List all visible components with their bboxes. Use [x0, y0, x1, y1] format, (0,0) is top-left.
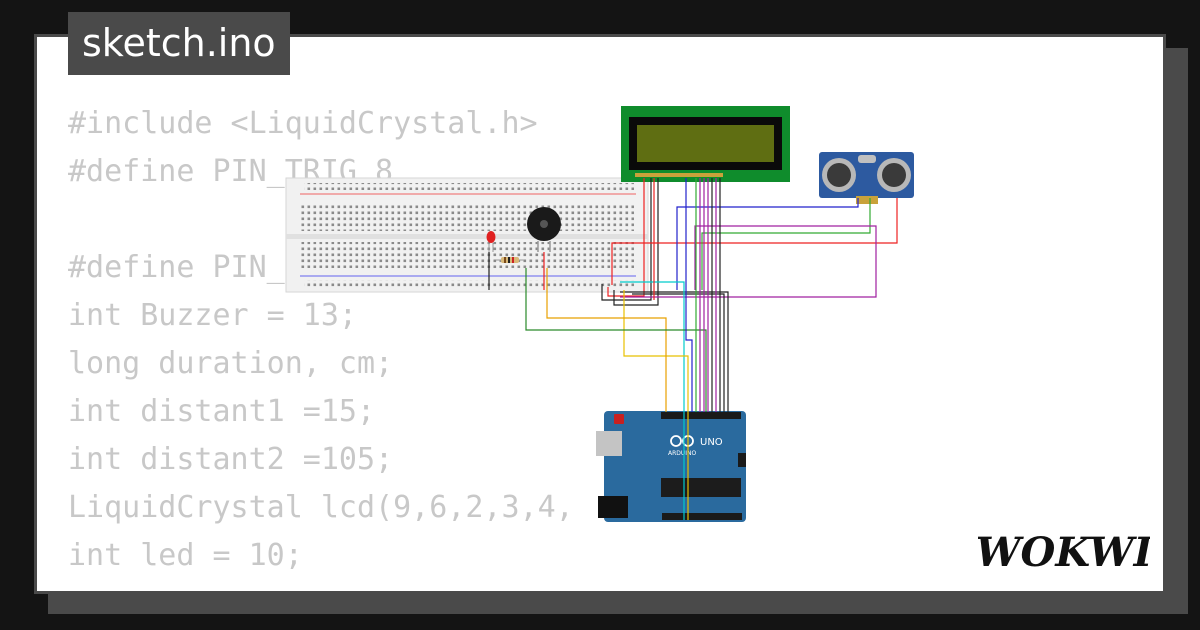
- code-line: int led = 10;: [68, 538, 303, 573]
- circuit-wires: [488, 178, 898, 520]
- code-line: int distant1 =15;: [68, 394, 376, 429]
- code-line: #include <LiquidCrystal.h>: [68, 106, 538, 141]
- red-led: [486, 231, 496, 252]
- arduino-model-label: UNO: [700, 437, 723, 448]
- wokwi-logo-text: WOKWI: [978, 529, 1150, 576]
- buzzer: [527, 207, 561, 252]
- code-line: int distant2 =105;: [68, 442, 394, 477]
- code-line: #define PIN_: [68, 250, 285, 285]
- code-line: int Buzzer = 13;: [68, 298, 357, 333]
- code-preview: #include <LiquidCrystal.h> #define PIN_TR…: [68, 100, 574, 580]
- file-tab[interactable]: sketch.ino: [68, 12, 290, 75]
- resistor: [496, 257, 524, 263]
- code-line: long duration, cm;: [68, 346, 394, 381]
- code-line: LiquidCrystal lcd(9,6,2,3,4,: [68, 490, 574, 525]
- lcd-display: [621, 106, 790, 182]
- wokwi-logo: WOKWI: [978, 529, 1150, 576]
- code-line: #define PIN_TRIG 8: [68, 154, 394, 189]
- ultrasonic-sensor: [819, 152, 914, 204]
- arduino-uno: UNO ARDUINO: [596, 411, 746, 522]
- arduino-brand-label: ARDUINO: [668, 450, 697, 457]
- breadboard: [285, 177, 649, 293]
